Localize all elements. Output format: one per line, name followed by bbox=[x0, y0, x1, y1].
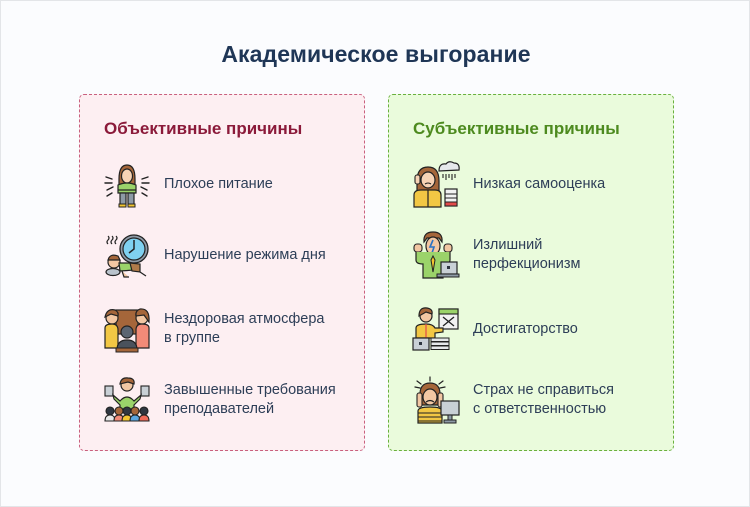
list-item: Плохое питание bbox=[102, 157, 362, 211]
item-label: Нарушение режима дня bbox=[164, 246, 326, 263]
group-conflict-icon bbox=[102, 304, 152, 354]
list-item: Низкая самооценка bbox=[411, 157, 671, 211]
item-label: Страх не справиться с ответственностью bbox=[473, 382, 614, 417]
objective-causes-card: Объективные причины bbox=[79, 94, 365, 451]
item-label: Достигаторство bbox=[473, 320, 578, 337]
stressed-woman-icon bbox=[102, 159, 152, 209]
subjective-heading: Субъективные причины bbox=[413, 119, 620, 138]
item-label: Завышенные требования преподавателей bbox=[164, 382, 336, 417]
anxious-person-computer-icon bbox=[411, 375, 461, 425]
item-label: Плохое питание bbox=[164, 175, 273, 192]
teacher-audience-icon bbox=[102, 375, 152, 425]
list-item: Нездоровая атмосфера в группе bbox=[102, 302, 362, 356]
list-item: Завышенные требования преподавателей bbox=[102, 373, 362, 427]
list-item: Излишний перфекционизм bbox=[411, 228, 671, 282]
item-label: Излишний перфекционизм bbox=[473, 237, 581, 272]
page-title: Академическое выгорание bbox=[221, 41, 531, 67]
list-item: Страх не справиться с ответственностью bbox=[411, 373, 671, 427]
man-calendar-tasks-icon bbox=[411, 304, 461, 354]
tired-person-clock-icon bbox=[102, 230, 152, 280]
subjective-causes-card: Субъективные причины Низкая самооце bbox=[388, 94, 674, 451]
objective-heading: Объективные причины bbox=[104, 119, 303, 138]
item-label: Низкая самооценка bbox=[473, 175, 606, 192]
frustrated-man-laptop-icon bbox=[411, 230, 461, 280]
list-item: Нарушение режима дня bbox=[102, 228, 362, 282]
list-item: Достигаторство bbox=[411, 302, 671, 356]
item-label: Нездоровая атмосфера в группе bbox=[164, 311, 325, 346]
sad-woman-raincloud-icon bbox=[411, 159, 461, 209]
